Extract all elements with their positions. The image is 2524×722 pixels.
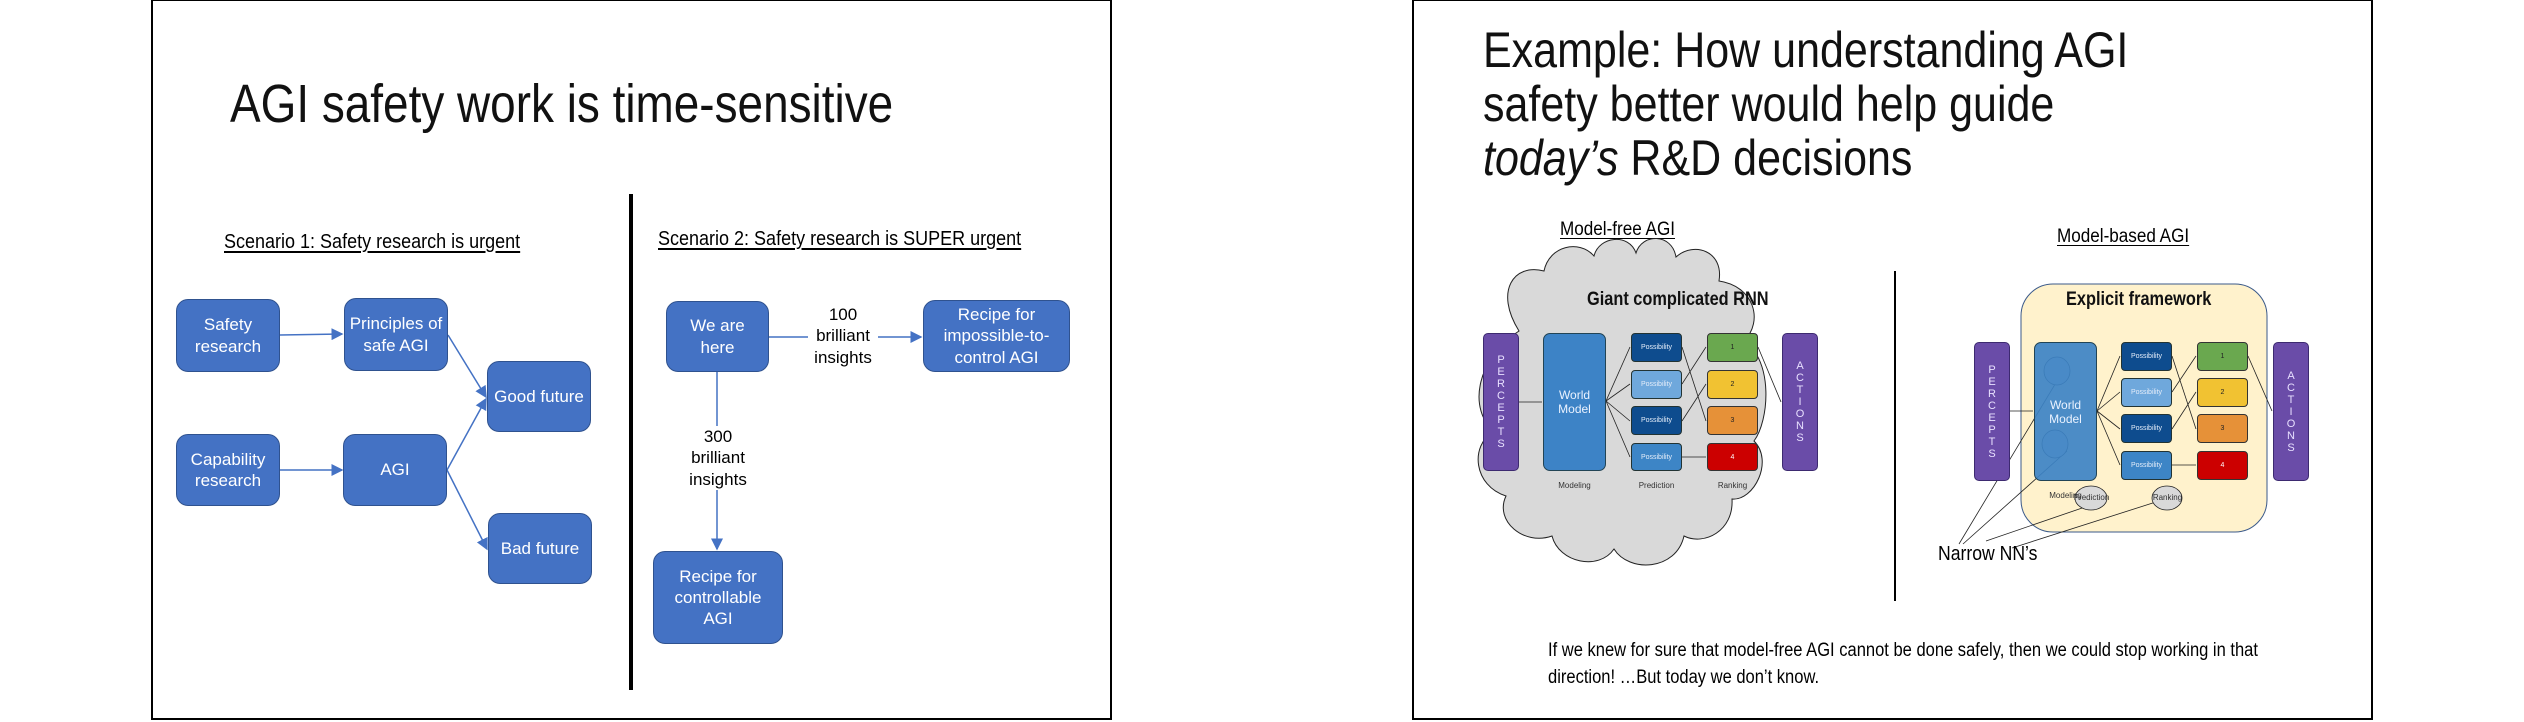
rank-box-4: 4 [1707, 443, 1758, 471]
rank-box-1: 1 [1707, 333, 1758, 362]
col-label-prediction: Prediction [1638, 481, 1675, 490]
possibility-box: Possibility [2121, 451, 2172, 480]
title-line-3-rest: R&D decisions [1618, 130, 1913, 186]
col-label-modeling: Modeling [2049, 491, 2082, 500]
callout-line [2011, 500, 2160, 549]
actions-bar: ACTIONS [2273, 342, 2309, 481]
scenario-divider [629, 194, 633, 690]
model-free-heading: Model-free AGI [1560, 219, 1676, 240]
scenario1-heading: Scenario 1: Safety research is urgent [224, 231, 521, 253]
model-divider [1894, 271, 1896, 601]
rank-box-3: 3 [1707, 406, 1758, 435]
node-bad-future: Bad future [488, 513, 592, 584]
possibility-box: Possibility [2121, 342, 2172, 371]
callout-line [1985, 505, 2089, 542]
actions-bar: ACTIONS [1782, 333, 1818, 471]
world-model-box: World Model [2034, 342, 2097, 481]
title-line-3: today’s R&D decisions [1483, 131, 2128, 185]
possibility-box: Possibility [1631, 370, 1682, 399]
rank-box-2: 2 [2197, 378, 2248, 407]
model-based-heading: Model-based AGI [2057, 226, 2190, 247]
node-recipe-controllable: Recipe for controllable AGI [653, 551, 783, 644]
arrow-agi-to-bad [446, 469, 488, 551]
possibility-box: Possibility [2121, 414, 2172, 443]
footer-text: If we knew for sure that model-free AGI … [1548, 640, 2258, 688]
slide-title: Example: How understanding AGI safety be… [1483, 23, 2128, 185]
edge-label-300-insights: 300 brilliant insights [683, 426, 753, 490]
possibility-box: Possibility [1631, 443, 1682, 471]
possibility-box: Possibility [1631, 333, 1682, 362]
arrow-agi-to-good [446, 397, 487, 471]
title-line-1: Example: How understanding AGI [1483, 22, 2129, 78]
col-label-modeling: Modeling [1558, 481, 1591, 490]
edge-label-100-insights: 100 brilliant insights [808, 304, 878, 368]
nn-cloud-icon [2151, 485, 2183, 511]
node-capability-research: Capability research [176, 434, 280, 506]
rank-box-4: 4 [2197, 451, 2248, 480]
slide-example: Example: How understanding AGI safety be… [1412, 0, 2373, 720]
nn-cloud-icon [2074, 485, 2108, 511]
node-safety-research: Safety research [176, 299, 280, 372]
rank-box-1: 1 [2197, 342, 2248, 371]
slide-title: AGI safety work is time-sensitive [230, 74, 894, 134]
title-italic-today: today’s [1483, 130, 1619, 186]
possibility-box: Possibility [2121, 378, 2172, 407]
col-label-ranking: Ranking [2152, 493, 2183, 502]
scenario2-heading: Scenario 2: Safety research is SUPER urg… [658, 228, 1022, 250]
col-label-ranking: Ranking [1717, 481, 1748, 490]
possibility-box: Possibility [1631, 406, 1682, 435]
cloud-label: Giant complicated RNN [1587, 289, 1769, 310]
narrow-nn-callout: Narrow NN’s [1938, 543, 2038, 565]
title-line-2: safety better would help guide [1483, 76, 2055, 132]
node-recipe-impossible: Recipe for impossible-to-control AGI [923, 300, 1070, 372]
node-principles-safe-agi: Principles of safe AGI [344, 298, 448, 371]
node-agi: AGI [343, 434, 447, 506]
arrow-safety-to-principles [279, 328, 344, 341]
rank-box-3: 3 [2197, 414, 2248, 443]
framework-label: Explicit framework [2066, 289, 2212, 310]
arrow-principles-to-good [447, 334, 487, 399]
percepts-bar: PERCEPTS [1483, 333, 1519, 471]
node-we-are-here: We are here [666, 301, 769, 372]
node-good-future: Good future [487, 361, 591, 432]
world-model-box: World Model [1543, 333, 1606, 471]
rank-box-2: 2 [1707, 370, 1758, 399]
slide-time-sensitive: AGI safety work is time-sensitive Scenar… [151, 0, 1112, 720]
percepts-bar: PERCEPTS [1974, 342, 2010, 481]
col-label-prediction: Prediction [2073, 493, 2110, 502]
